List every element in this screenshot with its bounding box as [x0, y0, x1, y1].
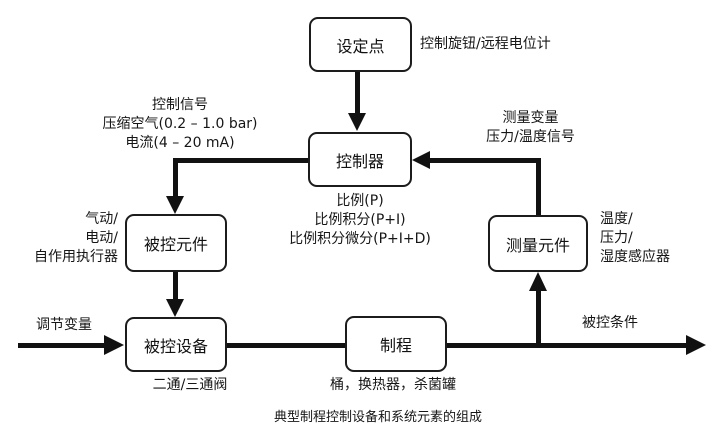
line-controller-branch-horizontal — [175, 158, 310, 163]
arrowhead-down-icon — [348, 113, 366, 131]
controlled-condition-note: 被控条件 — [582, 315, 638, 331]
arrowhead-down-icon — [166, 299, 184, 317]
sensor-note: 温度/ 压力/ 湿度感应器 — [600, 210, 715, 267]
box-measuring-element: 测量元件 — [488, 215, 588, 272]
setpoint-note: 控制旋钮/远程电位计 — [420, 36, 551, 52]
box-final-control-element-label: 被控元件 — [143, 235, 208, 254]
arrowhead-left-icon — [412, 151, 430, 169]
line-element-to-device — [173, 272, 178, 300]
box-measuring-element-label: 测量元件 — [505, 235, 570, 255]
arrowhead-right-icon — [104, 335, 124, 355]
box-setpoint-label: 设定点 — [336, 36, 385, 56]
process-note: 桶，换热器，杀菌罐 — [330, 377, 456, 393]
box-controlled-device-label: 被控设备 — [143, 336, 208, 356]
valve-note: 二通/三通阀 — [152, 377, 228, 393]
line-feedback-vertical — [536, 160, 541, 215]
line-controller-branch-vertical — [173, 158, 178, 198]
actuator-line1: 气动/ — [85, 211, 118, 227]
measured-variable-line2: 压力/温度信号 — [486, 129, 575, 145]
sensor-line1: 温度/ — [600, 211, 633, 227]
line-branch-to-sensor — [536, 291, 541, 348]
arrowhead-right-icon — [686, 335, 706, 355]
measured-variable-note: 测量变量 压力/温度信号 — [443, 109, 618, 147]
arrowhead-down-icon — [166, 196, 184, 214]
control-signal-line1: 控制信号 — [152, 97, 208, 113]
box-process-label: 制程 — [379, 336, 412, 355]
box-final-control-element: 被控元件 — [125, 214, 227, 272]
control-signal-line2: 压缩空气(0.2 – 1.0 bar) — [102, 116, 258, 132]
measured-variable-line1: 测量变量 — [502, 110, 559, 126]
control-modes-line2: 比例积分(P+I) — [314, 212, 406, 228]
line-setpoint-to-controller — [355, 71, 360, 115]
line-feedback-horizontal — [430, 158, 541, 163]
box-controlled-device: 被控设备 — [125, 317, 227, 372]
line-device-to-process — [227, 343, 345, 348]
actuator-line2: 电动/ — [85, 230, 118, 246]
control-modes-line3: 比例积分微分(P+I+D) — [289, 231, 431, 247]
manipulated-variable-note: 调节变量 — [36, 317, 92, 333]
box-process: 制程 — [345, 316, 447, 372]
arrowhead-up-icon — [529, 272, 547, 291]
actuator-note: 气动/ 电动/ 自作用执行器 — [8, 210, 118, 267]
actuator-line3: 自作用执行器 — [34, 249, 118, 265]
line-main-inlet — [18, 343, 104, 348]
control-signal-note: 控制信号 压缩空气(0.2 – 1.0 bar) 电流(4 – 20 mA) — [55, 96, 305, 153]
box-controller: 控制器 — [308, 132, 412, 187]
line-process-outlet — [447, 343, 686, 348]
sensor-line2: 压力/ — [600, 230, 633, 246]
sensor-line3: 湿度感应器 — [600, 249, 670, 265]
box-setpoint: 设定点 — [309, 17, 412, 72]
control-signal-line3: 电流(4 – 20 mA) — [125, 135, 235, 151]
control-modes-note: 比例(P) 比例积分(P+I) 比例积分微分(P+I+D) — [245, 192, 475, 249]
control-modes-line1: 比例(P) — [336, 193, 384, 209]
box-controller-label: 控制器 — [335, 151, 384, 171]
diagram-caption: 典型制程控制设备和系统元素的组成 — [273, 410, 482, 425]
